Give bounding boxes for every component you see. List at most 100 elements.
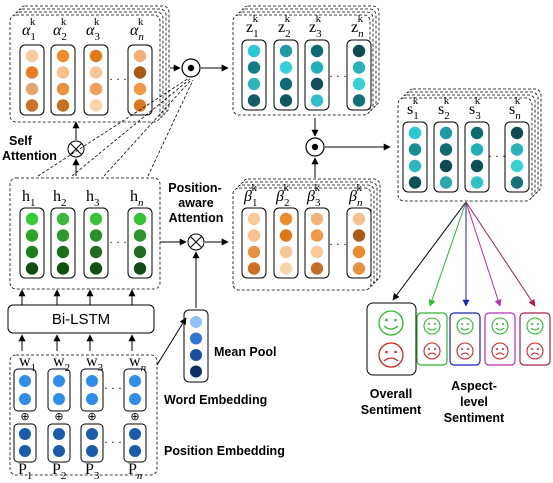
alpha-column-2-dot-3	[56, 82, 70, 96]
h-column-1-dot-1	[25, 212, 39, 226]
z-column-2-dot-2	[279, 61, 293, 74]
h-column-3	[83, 207, 109, 279]
beta-column-n-dot-3	[352, 245, 366, 259]
alpha-ellipsis: · · ·	[109, 72, 127, 86]
s-column-n-dot-2	[510, 143, 524, 156]
z-column-2-dot-1	[279, 44, 293, 58]
w-ellipsis: · · ·	[104, 381, 122, 395]
beta-column-n-dot-1	[352, 212, 366, 226]
position-aware-label-3: Attention	[169, 211, 224, 225]
alpha-column-1-dot-4	[25, 99, 39, 112]
s-column-2-dot-2	[439, 143, 453, 156]
alpha-label-n: αnk	[130, 16, 144, 43]
alpha-column-3-dot-1	[89, 49, 103, 63]
alpha-column-2-dot-4	[56, 99, 70, 112]
aspect-sentiment-label-2: level	[460, 395, 488, 409]
h-column-1-dot-4	[25, 262, 39, 275]
p-label-2: P2	[52, 461, 66, 482]
p-ellipsis: · · ·	[104, 435, 122, 449]
h-ellipsis: · · ·	[109, 235, 127, 249]
alpha-label-2: α2k	[53, 16, 67, 43]
h-label-2: h2	[53, 188, 67, 209]
otimes-position-attention-icon	[187, 233, 205, 251]
z-label-2: z2k	[278, 13, 291, 40]
beta-label-2: β2k	[275, 182, 289, 209]
alpha-column-1-dot-3	[25, 82, 39, 96]
vector-columns: · · ·· · ·· · ·· · ·· · ·⊕⊕⊕⊕· · ·· · ·	[13, 39, 530, 463]
overall-sad-face-icon	[378, 342, 404, 368]
alpha-column-n-dot-3	[133, 82, 147, 96]
bilstm-block	[7, 304, 155, 334]
p-label-3: P3	[85, 461, 100, 482]
beta-label-1: β1k	[243, 182, 257, 209]
word-embedding-dot	[86, 393, 98, 405]
mean-pool-dots	[190, 316, 202, 378]
z-column-1-dot-4	[247, 94, 261, 107]
s-column-3-dot-1	[470, 126, 484, 140]
word-embedding-dot	[129, 375, 141, 387]
aspect-sad-face-icon	[456, 342, 474, 360]
beta-label-n: βnk	[348, 182, 363, 209]
s-column-1-dot-3	[408, 159, 422, 173]
aspect-sentiment-box-4	[519, 312, 551, 366]
z-label-1: z1k	[246, 13, 259, 40]
z-column-n-dot-4	[352, 94, 366, 107]
z-column-3-dot-2	[310, 61, 324, 74]
z-label-3: z3k	[309, 13, 322, 40]
word-embedding-column-2	[47, 368, 71, 412]
s-label-n: snk	[509, 95, 521, 122]
aspect-sad-face-icon	[491, 342, 509, 360]
word-embedding-column-1	[13, 368, 37, 412]
s-column-1-dot-1	[408, 126, 422, 140]
self-attention-label-2: Attention	[2, 149, 57, 163]
w-label-2: w2	[53, 353, 70, 374]
h-column-2	[50, 207, 76, 279]
aspect-happy-face-icon	[456, 317, 474, 335]
word-embedding-column-3	[80, 368, 104, 412]
s-column-3	[464, 121, 490, 193]
z-column-2-dot-3	[279, 77, 293, 91]
position-embedding-column-3	[80, 423, 104, 463]
z-ellipsis: · · ·	[329, 69, 347, 83]
s-label-1: s1k	[407, 95, 419, 122]
s-column-2-dot-1	[439, 126, 453, 140]
z-column-1-dot-3	[247, 77, 261, 91]
alpha-column-n-dot-1	[133, 49, 147, 63]
w-label-1: w1	[19, 353, 36, 374]
alpha-column-1	[19, 44, 45, 116]
alpha-column-n-dot-4	[133, 99, 147, 112]
h-column-3-dot-4	[89, 262, 103, 275]
s-column-2-dot-3	[439, 159, 453, 173]
word-embedding-dot	[53, 375, 65, 387]
s-column-3-dot-2	[470, 143, 484, 156]
w-label-n: wn	[129, 353, 147, 374]
aspect-sad-face-icon	[423, 342, 441, 360]
h-column-3-dot-2	[89, 229, 103, 242]
h-column-n-dot-4	[133, 262, 147, 275]
beta-column-2-dot-1	[279, 212, 293, 226]
position-embedding-column-2	[47, 423, 71, 463]
flow-arrows	[18, 64, 391, 366]
aspect-sentiment-boxes	[416, 312, 551, 366]
s-ellipsis: · · ·	[488, 149, 506, 163]
beta-column-2-dot-2	[279, 229, 293, 242]
z-column-n-dot-2	[352, 61, 366, 74]
beta-column-1	[241, 207, 267, 279]
overall-happy-face-icon	[378, 310, 404, 336]
beta-column-1-dot-2	[247, 229, 261, 242]
alpha-column-2-dot-1	[56, 49, 70, 63]
position-embedding-dot	[86, 428, 98, 440]
s-column-1-dot-2	[408, 143, 422, 156]
dashed-connectors	[37, 77, 194, 177]
z-column-n	[346, 39, 372, 111]
mean-pool-dot-1	[190, 316, 202, 328]
h-column-2-dot-2	[56, 229, 70, 242]
z-column-3-dot-1	[310, 44, 324, 58]
bilstm-label: Bi-LSTM	[52, 311, 110, 328]
alpha-column-n-dot-2	[133, 66, 147, 79]
z-column-1	[241, 39, 267, 111]
alpha-label-1: α1k	[22, 16, 36, 43]
beta-column-1-dot-3	[247, 245, 261, 259]
p-label-n: Pn	[128, 461, 143, 482]
position-embedding-dot	[19, 445, 31, 457]
